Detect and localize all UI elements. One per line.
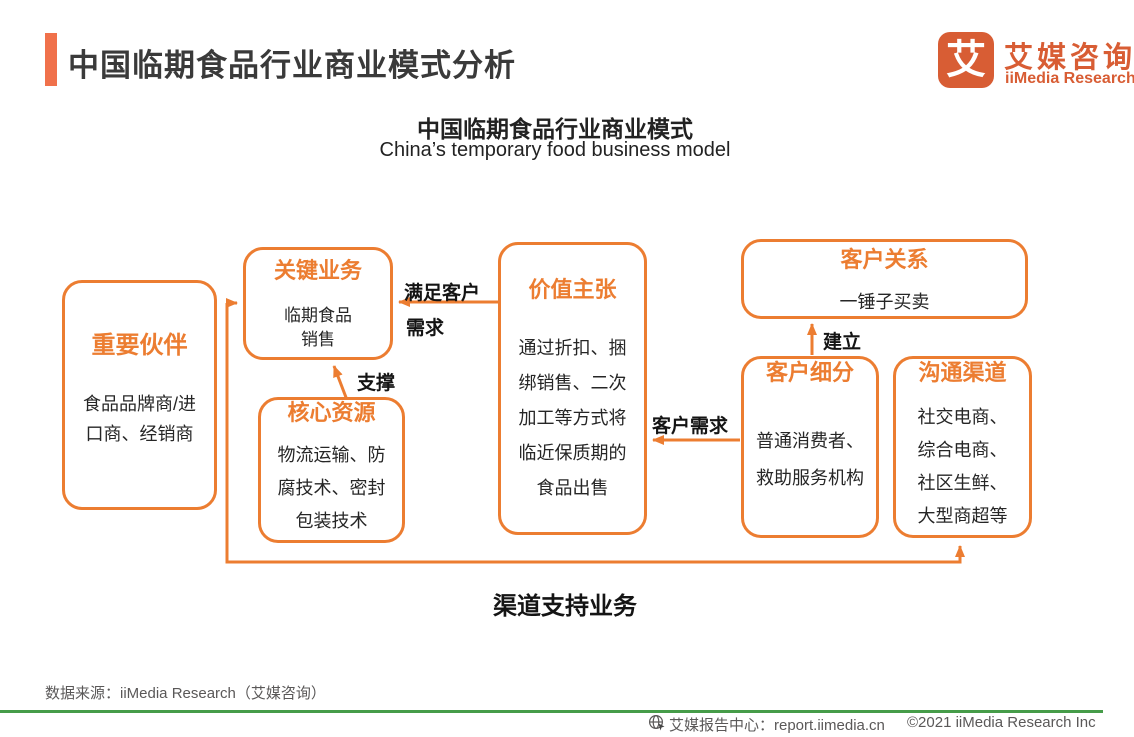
globe-cursor-icon	[648, 714, 665, 731]
box-core-resources: 核心资源 物流运输、防 腐技术、密封 包装技术	[258, 397, 405, 543]
box-content: 普通消费者、 救助服务机构	[744, 423, 876, 497]
label-channel-support: 渠道支持业务	[493, 593, 637, 620]
copyright-text: ©2021 iiMedia Research Inc	[907, 714, 1096, 731]
label-support: 支撑	[357, 373, 396, 394]
label-satisfy-customer: 满足客户	[404, 283, 481, 304]
diagram-subtitle-cn: 中国临期食品行业商业模式	[417, 116, 693, 142]
box-text-line: 食品品牌商/进	[82, 394, 196, 414]
title-accent-bar	[45, 33, 57, 86]
box-channels: 沟通渠道 社交电商、 综合电商、 社区生鲜、 大型商超等	[893, 356, 1032, 538]
box-content: 一锤子买卖	[744, 290, 1025, 314]
box-title: 客户细分	[765, 360, 854, 385]
box-text-line: 社交电商、	[917, 407, 1008, 427]
box-text-line: 腐技术、密封	[277, 478, 386, 498]
label-satisfy-demand: 需求	[406, 318, 445, 339]
box-text-line: 加工等方式将	[518, 408, 627, 428]
box-content: 通过折扣、捆 绑销售、二次 加工等方式将 临近保质期的 食品出售	[501, 331, 644, 506]
box-text-line: 综合电商、	[917, 440, 1008, 460]
box-title: 关键业务	[273, 258, 362, 283]
box-text-line: 口商、经销商	[85, 424, 194, 444]
label-establish: 建立	[823, 332, 862, 353]
box-text-line: 临近保质期的	[518, 443, 627, 463]
box-title: 核心资源	[287, 400, 376, 425]
brand-logo: 艾 艾媒咨询 iiMedia Research	[938, 32, 1134, 90]
box-value-proposition: 价值主张 通过折扣、捆 绑销售、二次 加工等方式将 临近保质期的 食品出售	[498, 242, 647, 535]
box-text-line: 包装技术	[295, 511, 368, 531]
logo-icon: 艾	[938, 32, 994, 88]
report-center-text: 艾媒报告中心：report.iimedia.cn	[669, 717, 885, 734]
box-text-line: 销售	[301, 330, 335, 349]
box-key-business: 关键业务 临期食品 销售	[243, 247, 393, 360]
box-content: 物流运输、防 腐技术、密封 包装技术	[261, 439, 402, 538]
box-text-line: 通过折扣、捆	[518, 338, 627, 358]
box-text-line: 临期食品	[284, 306, 352, 325]
box-customer-segments: 客户细分 普通消费者、 救助服务机构	[741, 356, 879, 538]
box-text-line: 救助服务机构	[756, 468, 864, 488]
box-title: 客户关系	[840, 247, 929, 272]
box-text-line: 社区生鲜、	[917, 473, 1008, 493]
green-divider	[0, 710, 1103, 713]
arrow-support	[332, 365, 349, 401]
data-source-note: 数据来源：iiMedia Research（艾媒咨询）	[45, 685, 326, 702]
box-title: 沟通渠道	[918, 360, 1007, 385]
box-title: 重要伙伴	[91, 332, 188, 359]
label-customer-demand: 客户需求	[652, 416, 729, 437]
box-content: 社交电商、 综合电商、 社区生鲜、 大型商超等	[896, 401, 1029, 533]
box-text-line: 大型商超等	[917, 506, 1008, 526]
box-text-line: 普通消费者、	[756, 431, 864, 451]
logo-brand-en: iiMedia Research	[1005, 70, 1134, 87]
logo-brand-cn: 艾媒咨询	[1004, 42, 1134, 74]
box-text-line: 物流运输、防	[277, 445, 386, 465]
box-content: 食品品牌商/进 口商、经销商	[65, 389, 214, 449]
box-content: 临期食品 销售	[246, 304, 390, 352]
box-text-line: 绑销售、二次	[518, 373, 627, 393]
page-title: 中国临期食品行业商业模式分析	[68, 48, 516, 83]
box-text-line: 一锤子买卖	[839, 292, 930, 312]
box-title: 价值主张	[528, 277, 617, 302]
box-partners: 重要伙伴 食品品牌商/进 口商、经销商	[62, 280, 217, 510]
diagram-subtitle-en: China’s temporary food business model	[379, 139, 731, 161]
box-text-line: 食品出售	[536, 478, 609, 498]
box-customer-relations: 客户关系 一锤子买卖	[741, 239, 1028, 319]
